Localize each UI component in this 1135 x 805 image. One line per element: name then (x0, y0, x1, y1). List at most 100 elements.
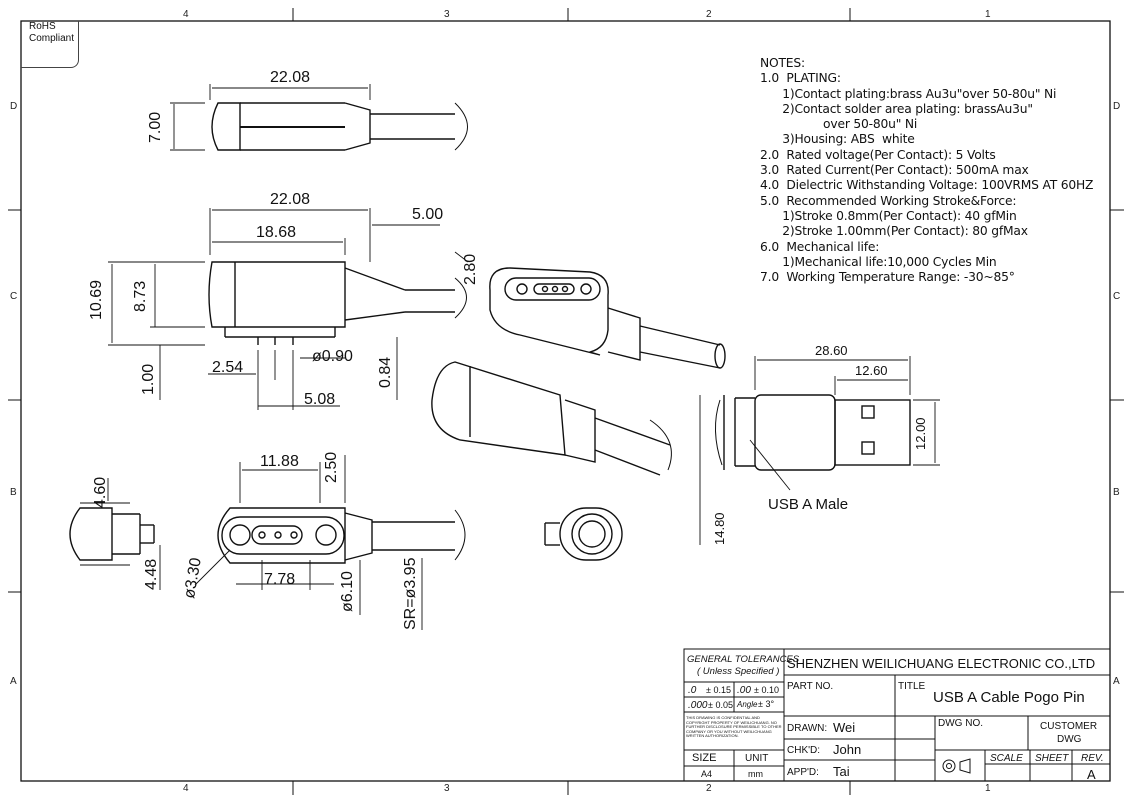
tolerance-value-4: ± 3° (758, 699, 775, 709)
rohs-line2: Compliant (29, 33, 75, 44)
iso-connector-view-2 (431, 361, 672, 476)
zone-label-d-left: D (10, 101, 18, 112)
projection-symbol-icon (940, 758, 972, 774)
zone-label-4-bottom: 4 (183, 783, 189, 794)
confidential-disclaimer: THIS DRAWING IS CONFIDENTIAL AND COPYRIG… (686, 715, 782, 738)
dwg-no-label: DWG NO. (938, 718, 983, 729)
top-view-dims (170, 84, 371, 151)
notes-block: NOTES: 1.0 PLATING: 1)Contact plating:br… (760, 56, 1093, 285)
dim-pin-diameter: ø0.90 (312, 348, 353, 365)
rohs-line1: RoHS (29, 21, 56, 32)
dim-side-inner: 18.68 (256, 224, 297, 241)
zone-label-1-bottom: 1 (985, 783, 991, 794)
tolerance-value-3: ± 0.05 (708, 700, 733, 710)
drawn-label: DRAWN: (787, 723, 828, 734)
rev-label: REV. (1081, 753, 1104, 764)
dim-side-cable: 5.00 (412, 206, 444, 223)
sheet-label: SHEET (1035, 753, 1069, 764)
notes-line: 4.0 Dielectric Withstanding Voltage: 100… (760, 178, 1094, 193)
front-view-dims (194, 455, 423, 630)
end-view-left (69, 507, 155, 561)
zone-label-b-right: B (1113, 487, 1120, 498)
approved-label: APP'D: (787, 767, 819, 778)
zone-label-1-top: 1 (985, 9, 991, 20)
zone-label-b-left: B (10, 487, 17, 498)
dim-front-length: 11.88 (260, 453, 299, 470)
drawn-value: Wei (833, 720, 856, 735)
dim-end-height-top: 4.60 (92, 476, 109, 508)
rev-value: A (1087, 767, 1096, 782)
notes-line: NOTES: (760, 56, 805, 70)
dim-end-height-bottom: 4.48 (143, 558, 160, 590)
company-name: SHENZHEN WEILICHUANG ELECTRONIC CO.,LTD (787, 656, 1096, 671)
notes-line: 3)Housing: ABS white (760, 132, 915, 147)
tolerance-key-2: .00 (737, 685, 751, 696)
zone-label-c-right: C (1113, 291, 1121, 302)
dim-usb-plug: 12.60 (855, 363, 888, 378)
dim-side-base: 1.00 (140, 363, 157, 395)
notes-line: 7.0 Working Temperature Range: -30~85° (760, 270, 1015, 285)
general-tolerances-label: GENERAL TOLERANCES (687, 654, 800, 665)
notes-line: over 50-80u" Ni (760, 117, 918, 132)
part-no-label: PART NO. (787, 681, 834, 692)
notes-line: 1)Stroke 0.8mm(Per Contact): 40 gfMin (760, 208, 1017, 223)
sheet-border (20, 20, 1111, 782)
customer-dwg-label: DWG (1057, 734, 1082, 745)
dim-side-height-body: 8.73 (132, 280, 149, 312)
notes-line: 6.0 Mechanical life: (760, 239, 880, 254)
tolerance-key-3: .000 (688, 700, 708, 711)
dim-front-offset: 2.50 (323, 451, 340, 483)
rohs-badge: RoHS Compliant (21, 21, 79, 68)
front-view (217, 507, 466, 564)
usb-a-view (714, 394, 911, 471)
unless-specified-label: ( Unless Specified ) (697, 666, 780, 677)
dim-usb-width: 12.00 (913, 417, 928, 450)
zone-label-a-left: A (10, 676, 17, 687)
dim-front-cable: ø6.10 (339, 571, 356, 612)
zone-label-2-top: 2 (706, 9, 712, 20)
dim-front-sr: SR=ø3.95 (402, 557, 419, 630)
usb-a-dims (699, 356, 940, 545)
notes-line: 1)Mechanical life:10,000 Cycles Min (760, 254, 997, 269)
zone-label-c-left: C (10, 291, 18, 302)
zone-label-a-right: A (1113, 676, 1120, 687)
dim-usb-length: 28.60 (815, 343, 848, 358)
dim-top-height: 7.00 (147, 111, 164, 143)
title-label: TITLE (898, 681, 926, 692)
dim-side-angle: 2.80 (462, 253, 479, 285)
scale-label: SCALE (990, 753, 1023, 764)
dim-pin-pitch: 2.54 (212, 359, 244, 376)
top-view (211, 102, 468, 151)
customer-label: CUSTOMER (1040, 721, 1098, 732)
dim-front-pin-span: 7.78 (264, 571, 296, 588)
dim-side-length: 22.08 (270, 191, 311, 208)
dim-top-length: 22.08 (270, 69, 311, 86)
size-label: SIZE (692, 752, 717, 764)
dim-pin-height: 0.84 (377, 356, 394, 388)
checked-value: John (833, 742, 862, 757)
checked-label: CHK'D: (787, 745, 821, 756)
approved-value: Tai (833, 764, 850, 779)
notes-line: 2)Stroke 1.00mm(Per Contact): 80 gfMax (760, 224, 1028, 239)
tolerance-key-4: Angle (737, 700, 758, 709)
unit-label: UNIT (745, 753, 769, 764)
tolerance-value-1: ± 0.15 (706, 685, 731, 695)
tolerance-value-2: ± 0.10 (754, 685, 779, 695)
notes-line: 1)Contact plating:brass Au3u"over 50-80u… (760, 86, 1057, 101)
end-view-right (544, 507, 623, 561)
dim-side-height-total: 10.69 (88, 279, 105, 320)
notes-line: 3.0 Rated Current(Per Contact): 500mA ma… (760, 163, 1029, 178)
notes-line: 1.0 PLATING: (760, 71, 841, 86)
zone-ticks (8, 8, 1124, 795)
zone-label-3-bottom: 3 (444, 783, 450, 794)
zone-label-4-top: 4 (183, 9, 189, 20)
notes-line: 5.0 Recommended Working Stroke&Force: (760, 193, 1017, 208)
dim-pin-span: 5.08 (304, 391, 336, 408)
side-view (208, 261, 467, 345)
notes-line: 2.0 Rated voltage(Per Contact): 5 Volts (760, 147, 996, 162)
side-view-dims (108, 208, 469, 410)
drawing-title: USB A Cable Pogo Pin (933, 689, 1085, 706)
end-view-left-dims (80, 478, 161, 590)
